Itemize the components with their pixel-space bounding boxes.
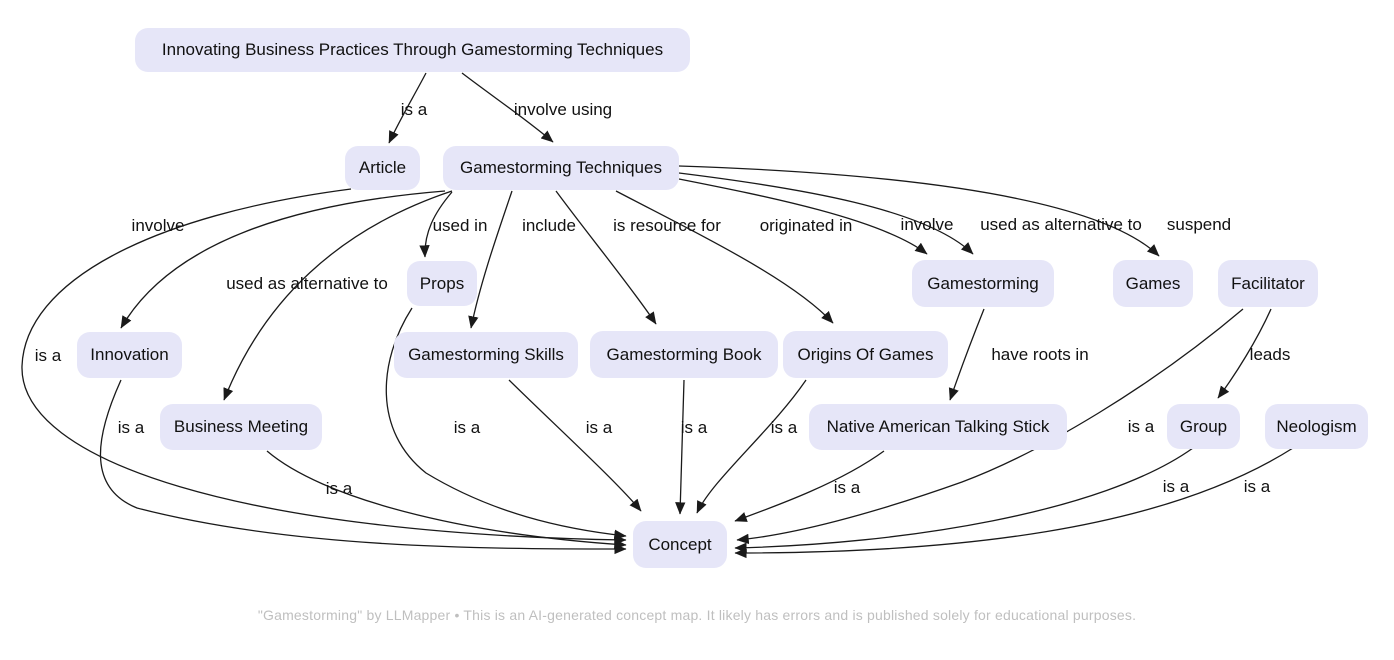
edge-business-meeting-concept — [266, 450, 627, 550]
edge-label-gt-origins: originated in — [759, 216, 853, 235]
edge-title-article — [388, 72, 427, 144]
node-gamestorming-book: Gamestorming Book — [590, 331, 778, 378]
node-props: Props — [407, 261, 477, 306]
edge-gt-gamestorming-skills — [468, 190, 513, 329]
edge-gt-innovation — [120, 190, 446, 329]
edge-label-title-article: is a — [400, 100, 428, 119]
node-facilitator: Facilitator — [1218, 260, 1318, 307]
edge-label-title-gt: involve using — [513, 100, 613, 119]
node-article: Article — [345, 146, 420, 190]
edge-gt-gamestorming-involve — [678, 178, 928, 255]
edge-label-innovation-concept: is a — [117, 418, 145, 437]
edge-label-props-concept: is a — [453, 418, 481, 437]
edge-label-gamestorming-skills-concept: is a — [585, 418, 613, 437]
edge-label-gt-gamestorming-alternative: used as alternative to — [980, 215, 1142, 234]
node-concept: Concept — [633, 521, 727, 568]
node-gamestorming: Gamestorming — [912, 260, 1054, 307]
edge-label-facilitator-concept: is a — [1127, 417, 1155, 436]
edge-gt-gamestorming-alternative — [678, 172, 974, 255]
edge-facilitator-concept — [736, 308, 1244, 545]
edge-label-gt-gamestorming-skills: include — [522, 216, 576, 235]
node-group: Group — [1167, 404, 1240, 449]
edge-gt-games — [678, 165, 1160, 257]
edge-label-gt-gamestorming-involve: involve — [900, 215, 954, 234]
node-gamestorming-skills: Gamestorming Skills — [394, 332, 578, 378]
edge-gamestorming-nats — [948, 308, 985, 401]
edge-label-neologism-concept: is a — [1243, 477, 1271, 496]
edge-label-facilitator-group: leads — [1249, 345, 1291, 364]
edge-neologism-concept — [734, 447, 1294, 559]
edge-label-gt-innovation: involve — [131, 216, 185, 235]
edge-nats-concept — [734, 450, 885, 522]
footer-attribution: "Gamestorming" by LLMapper • This is an … — [257, 607, 1137, 623]
node-native-american-talking-stick: Native American Talking Stick — [809, 404, 1067, 450]
edge-gamestorming-skills-concept — [508, 379, 642, 512]
edge-label-gt-games: suspend — [1166, 215, 1232, 234]
edge-label-gt-gamestorming-book: is resource for — [613, 216, 721, 235]
edge-gt-gamestorming-book — [555, 190, 657, 325]
edge-label-gt-props: used in — [432, 216, 488, 235]
edge-title-gamestorming-techniques — [461, 72, 554, 143]
edge-origins-of-games-concept — [696, 379, 807, 514]
edge-gt-props — [419, 191, 453, 258]
edge-label-group-concept: is a — [1162, 477, 1190, 496]
edge-label-gt-business-meeting: used as alternative to — [226, 274, 388, 293]
edge-gt-business-meeting — [223, 190, 453, 401]
edge-label-business-meeting-concept: is a — [325, 479, 353, 498]
edge-article-concept — [21, 188, 627, 545]
node-business-meeting: Business Meeting — [160, 404, 322, 450]
node-innovation: Innovation — [77, 332, 182, 378]
edge-group-concept — [734, 447, 1194, 553]
edge-innovation-concept — [99, 379, 627, 555]
node-games: Games — [1113, 260, 1193, 307]
edge-gamestorming-book-concept — [675, 379, 686, 515]
edge-label-gamestorming-nats: have roots in — [991, 345, 1089, 364]
edge-facilitator-group — [1217, 308, 1272, 399]
edge-label-article-concept: is a — [34, 346, 62, 365]
node-title: Innovating Business Practices Through Ga… — [135, 28, 690, 72]
edge-label-gamestorming-book-concept: is a — [680, 418, 708, 437]
edge-label-origins-concept: is a — [770, 418, 798, 437]
node-neologism: Neologism — [1265, 404, 1368, 449]
edge-label-nats-concept: is a — [833, 478, 861, 497]
node-gamestorming-techniques: Gamestorming Techniques — [443, 146, 679, 190]
edge-props-concept — [385, 307, 627, 540]
node-origins-of-games: Origins Of Games — [783, 331, 948, 378]
edge-gt-origins-of-games — [615, 190, 834, 324]
